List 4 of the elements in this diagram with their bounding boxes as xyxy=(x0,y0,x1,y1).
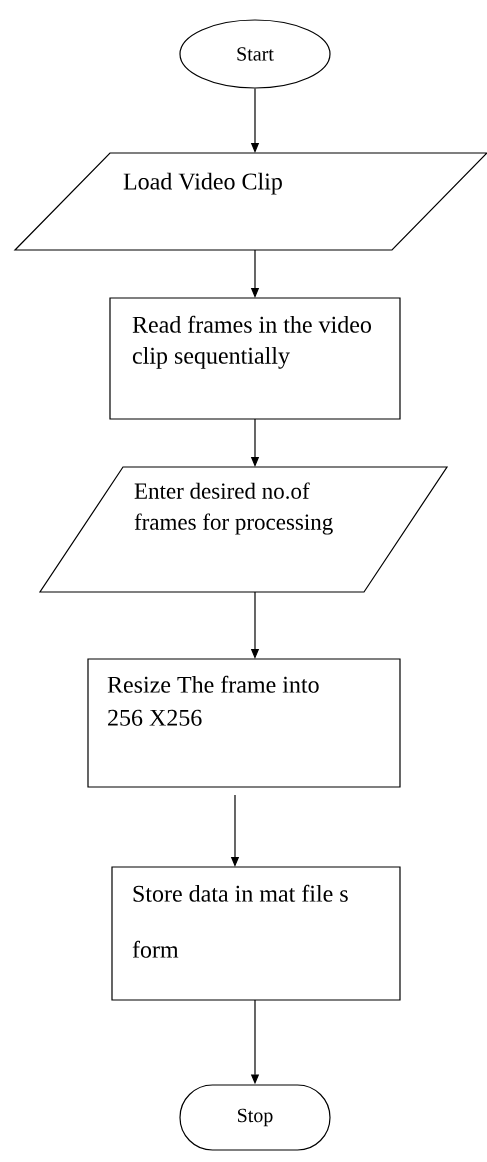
process-box: Store data in mat file s form xyxy=(111,866,401,1001)
terminal-box: Stop xyxy=(179,1084,331,1151)
process-box: Read frames in the video clip sequentially xyxy=(109,297,401,420)
process-box: Resize The frame into 256 X256 xyxy=(87,658,401,788)
